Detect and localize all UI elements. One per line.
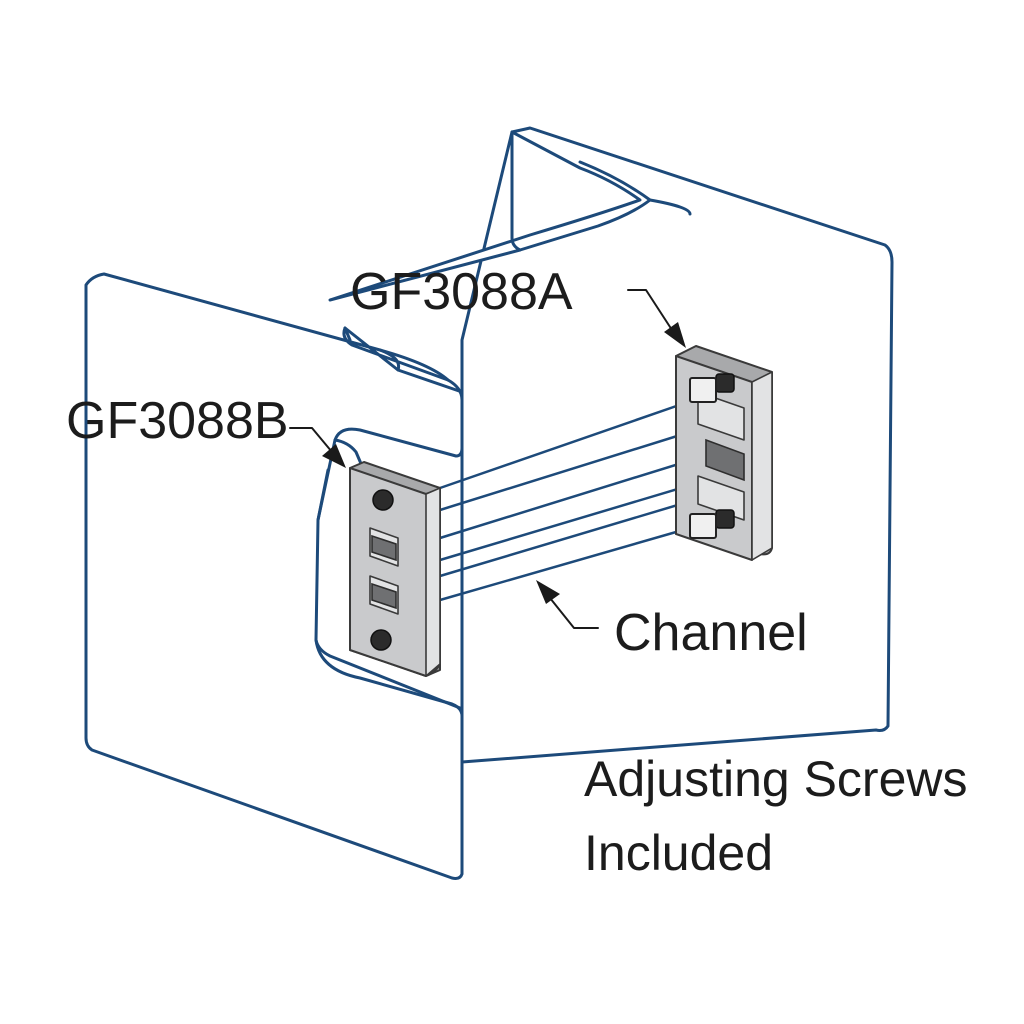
label-channel: Channel — [614, 604, 808, 662]
label-gf3088b: GF3088B — [66, 392, 289, 450]
channel-rail-1 — [438, 400, 690, 490]
leader-channel — [536, 580, 599, 629]
leader-gf3088a — [627, 289, 686, 348]
screw-icon — [370, 629, 392, 651]
screw-icon — [689, 373, 735, 403]
front-column — [84, 272, 464, 880]
leader-gf3088b — [289, 427, 346, 468]
channel-rail-2 — [438, 430, 692, 512]
part-gf3088b — [349, 461, 441, 677]
screw-icon — [372, 489, 394, 511]
note-adjusting-screws: Adjusting Screws — [584, 751, 968, 807]
part-gf3088a — [675, 345, 773, 561]
screw-icon — [689, 509, 735, 539]
channel-rail-6 — [438, 526, 692, 602]
note-included: Included — [584, 825, 773, 881]
label-gf3088a: GF3088A — [350, 263, 573, 321]
